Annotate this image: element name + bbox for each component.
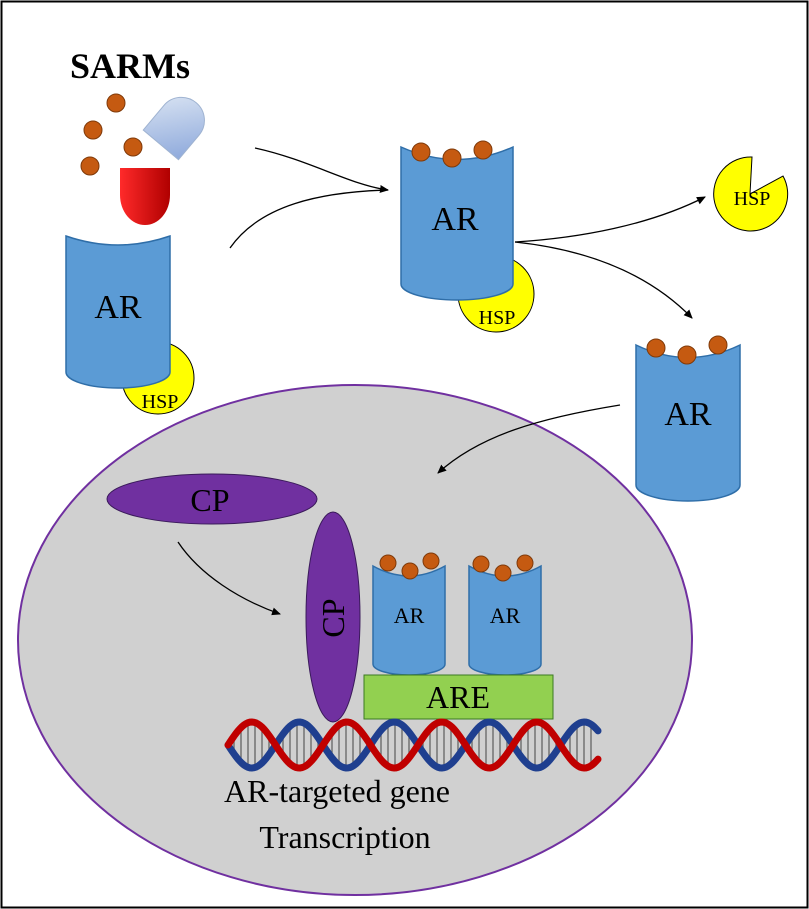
sarm-molecule: [379, 554, 397, 572]
androgen-receptor-hsp-complex: [400, 145, 514, 301]
sarm-molecule: [83, 120, 103, 140]
hsp-label: HSP: [734, 188, 771, 210]
androgen-response-element: [363, 674, 554, 720]
sarm-capsule-icon: [120, 96, 205, 225]
coactivator-protein-bound: [305, 511, 361, 723]
dna-strand-red: [224, 718, 602, 772]
dna-double-helix: [224, 718, 602, 772]
released-hsp: [713, 156, 789, 232]
coactivator-protein: [106, 473, 318, 525]
caption-line-2: Transcription: [259, 819, 430, 855]
ar-label: AR: [431, 201, 479, 238]
caption-line-1: AR-targeted gene: [224, 773, 450, 809]
ar-label: AR: [490, 603, 521, 628]
nuclear-translocation-arrow: [437, 404, 621, 474]
sarm-molecule: [473, 140, 493, 160]
sarm-molecule: [411, 142, 431, 162]
hsp-label: HSP: [142, 391, 179, 413]
sarm-molecule: [123, 137, 143, 157]
sarm-molecule: [106, 93, 126, 113]
androgen-receptor-unbound: [65, 234, 171, 389]
binding-arrow-ligand: [254, 147, 389, 193]
sarms-title: SARMs: [70, 46, 190, 86]
sarm-molecule: [677, 345, 697, 365]
activation-arrow: [514, 241, 693, 319]
androgen-receptor-dimer-right: [468, 564, 542, 676]
sarm-molecule: [80, 156, 100, 176]
cp-label: CP: [315, 598, 351, 637]
sarm-molecule: [708, 335, 728, 355]
sarm-molecule: [422, 552, 440, 570]
hsp-label: HSP: [479, 307, 516, 329]
coactivator-recruitment-arrow: [177, 541, 281, 616]
ar-label: AR: [94, 289, 142, 326]
binding-arrow-receptor: [229, 189, 389, 249]
hsp-release-arrow: [514, 196, 706, 243]
sarm-molecule: [401, 562, 419, 580]
sarm-molecule: [442, 148, 462, 168]
ar-label: AR: [664, 396, 712, 433]
sarm-molecule: [494, 564, 512, 582]
are-label: ARE: [426, 679, 490, 715]
cp-label: CP: [190, 482, 229, 518]
sarm-molecule: [516, 554, 534, 572]
sarm-molecule: [646, 338, 666, 358]
ar-label: AR: [394, 603, 425, 628]
sarm-molecules: [80, 93, 143, 176]
dna-strand-blue: [224, 718, 602, 772]
sarm-molecule: [472, 555, 490, 573]
androgen-receptor-activated: [635, 343, 741, 502]
